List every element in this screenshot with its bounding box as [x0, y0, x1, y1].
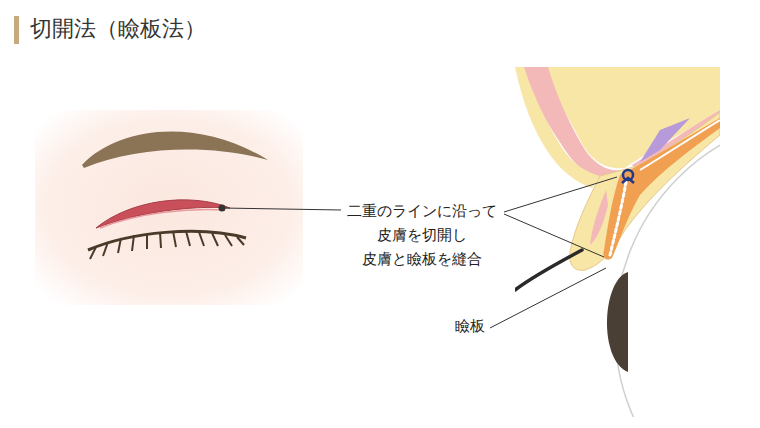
callout-note: 二重のラインに沿って 皮膚を切開し 皮膚と瞼板を縫合: [332, 199, 512, 271]
eye-front-view: [35, 110, 303, 305]
leader-lines: [222, 177, 617, 328]
eyelid-cross-section: [515, 67, 720, 417]
diagram-title: 切開法（瞼板法）: [30, 14, 206, 44]
title-bar: [14, 16, 19, 44]
part-name: 瞼板: [455, 314, 485, 338]
